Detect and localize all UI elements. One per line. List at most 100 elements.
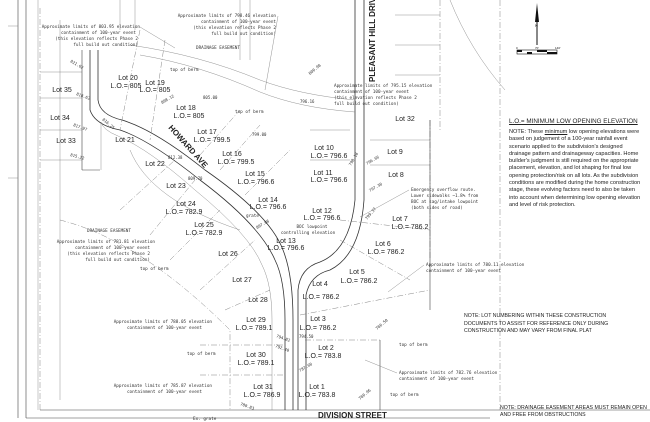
annotation-emergency-overflow: Emergency overflow route. Lower sidewalk… xyxy=(411,187,479,211)
lot-lo: L.O.= 796.6 xyxy=(268,245,305,252)
lot-label: Lot 34 xyxy=(50,115,70,122)
lot-label: Lot 2 xyxy=(318,345,334,352)
ex-grate-label: Ex. grate xyxy=(193,416,217,422)
svg-text:Approximate limits of 785.87 e: Approximate limits of 785.87 elevation xyxy=(114,383,213,389)
svg-text:Approximate limits of 803.95 e: Approximate limits of 803.95 elevation xyxy=(42,24,141,30)
spot-elevation: 799.37 xyxy=(364,206,377,221)
svg-text:controlling elevation: controlling elevation xyxy=(281,230,336,236)
lot-lo: L.O.= 789.1 xyxy=(238,360,275,367)
annotation-boc-lowpoint: BOC lowpoint controlling elevation xyxy=(281,224,336,236)
lot-lo: L.O.= 782.9 xyxy=(166,209,203,216)
svg-text:(this elevation reflects Phase: (this elevation reflects Phase 2 xyxy=(334,95,417,101)
spot-elevation: 809.70 xyxy=(188,176,203,181)
grate-label: grate xyxy=(246,213,259,219)
lot-label: Lot 27 xyxy=(232,277,252,284)
top-of-berm-label: top of berm xyxy=(140,266,169,272)
annotation-795-15: Approximate limits of 795.15 elevation c… xyxy=(334,83,433,107)
north-arrow: N xyxy=(535,3,539,45)
lo-note-body: low opening elevations were based on jud… xyxy=(509,129,641,208)
lot-numbering-note: NOTE: LOT NUMBERING WITHIN THESE CONSTRU… xyxy=(464,313,609,335)
svg-text:Approximate limits of 780.11 e: Approximate limits of 780.11 elevation xyxy=(426,262,525,268)
lot-lo: L.O.= 786.2 xyxy=(341,278,378,285)
svg-text:full build out condition): full build out condition) xyxy=(334,101,399,107)
lot-label: Lot 21 xyxy=(115,137,135,144)
lot-label: Lot 26 xyxy=(218,251,238,258)
svg-text:Approximate limits of 782.76 e: Approximate limits of 782.76 elevation xyxy=(399,370,498,376)
scale-bar: 0 70' 140' xyxy=(516,46,561,55)
annotations: Approximate limits of 803.95 elevation c… xyxy=(42,13,525,422)
spot-elevation: 821.62 xyxy=(70,59,86,71)
svg-text:full build out condition): full build out condition) xyxy=(85,257,150,263)
spot-elevation: 808.12 xyxy=(160,93,176,105)
spot-elevation: 815.22 xyxy=(70,152,86,161)
svg-text:containment of 100-year event: containment of 100-year event xyxy=(399,376,474,382)
svg-text:containment of 100-year event: containment of 100-year event xyxy=(75,245,150,251)
svg-text:containment of 100-year event: containment of 100-year event xyxy=(201,19,276,25)
spot-elevation: 818.62 xyxy=(76,91,92,101)
svg-text:Emergency overflow route.: Emergency overflow route. xyxy=(411,187,476,193)
top-of-berm-label: top of berm xyxy=(399,342,428,348)
lot-label: Lot 16 xyxy=(222,151,242,158)
svg-text:BOC lowpoint: BOC lowpoint xyxy=(296,224,327,230)
annotation-782-76: Approximate limits of 782.76 elevation c… xyxy=(399,370,498,382)
lot-labels: Lot 20L.O.= 805 Lot 19L.O.= 805 Lot 35 L… xyxy=(50,75,428,399)
lot-lines xyxy=(119,29,431,410)
lot-lo: L.O.= 796.6 xyxy=(311,153,348,160)
lot-label: Lot 10 xyxy=(314,145,334,152)
annotation-803-95: Approximate limits of 803.95 elevation c… xyxy=(42,24,141,48)
svg-text:containment of 100-year event: containment of 100-year event xyxy=(61,30,136,36)
spot-elevation: 787.60 xyxy=(298,361,314,373)
spot-elevation: 817.97 xyxy=(73,122,89,132)
lot-label: Lot 24 xyxy=(176,201,196,208)
lot-lo: L.O.= 805 xyxy=(174,113,205,120)
lot-lo: L.O.= 786.2 xyxy=(303,294,340,301)
lot-label: Lot 14 xyxy=(258,197,278,204)
svg-text:Lower sidewalks ~1.8% from: Lower sidewalks ~1.8% from xyxy=(411,193,479,199)
lot-lo: L.O.= 796.6 xyxy=(304,215,341,222)
division-street-label: DIVISION STREET xyxy=(318,411,387,420)
lot-lo: L.O.= 783.8 xyxy=(305,353,342,360)
svg-text:full build out condition): full build out condition) xyxy=(73,42,138,48)
annotation-781-81: Approximate limits of 781.81 elevation c… xyxy=(57,239,156,263)
spot-elevation: 792.40 xyxy=(275,343,291,353)
svg-text:Approximate limits of 788.05 e: Approximate limits of 788.05 elevation xyxy=(114,319,213,325)
spot-elevation: 794.82 xyxy=(276,333,292,343)
spot-elevation: 796.66 xyxy=(365,154,381,166)
drainage-easement-label: DRAINAGE EASEMENT xyxy=(87,228,131,234)
lot-label: Lot 12 xyxy=(312,208,332,215)
svg-text:(both sides of road): (both sides of road) xyxy=(411,205,463,211)
spot-elevation: 796.16 xyxy=(300,99,315,104)
annotation-785-87: Approximate limits of 785.87 elevation c… xyxy=(114,383,213,395)
spot-elevation: 794.50 xyxy=(299,334,314,339)
lot-label: Lot 1 xyxy=(309,384,325,391)
svg-text:containment of 100-year event: containment of 100-year event xyxy=(426,268,501,274)
spot-elevation: 780.96 xyxy=(357,387,372,400)
lot-label: Lot 15 xyxy=(245,171,265,178)
svg-text:Approximate limits of 781.81 e: Approximate limits of 781.81 elevation xyxy=(57,239,156,245)
lot-lo: L.O.= 796.6 xyxy=(250,204,287,211)
roads xyxy=(59,0,365,410)
lot-label: Lot 30 xyxy=(246,352,266,359)
svg-text:Approximate limits of 795.15 e: Approximate limits of 795.15 elevation xyxy=(334,83,433,89)
top-of-berm-label: top of berm xyxy=(170,67,199,73)
svg-text:Approximate limits of 798.46 e: Approximate limits of 798.46 elevation xyxy=(178,13,277,19)
boundary-lines xyxy=(8,0,650,419)
spot-elevation: 799.00 xyxy=(252,132,267,137)
lot-label: Lot 6 xyxy=(375,241,391,248)
spot-elevation: 800.98 xyxy=(307,62,322,75)
annotation-780-11: Approximate limits of 780.11 elevation c… xyxy=(426,262,525,274)
lot-lo: L.O.= 799.5 xyxy=(194,137,231,144)
svg-text:BOC at sag/intake lowpoint: BOC at sag/intake lowpoint xyxy=(411,199,479,205)
svg-text:containment of 100-year event: containment of 100-year event xyxy=(127,325,202,331)
lot-lo: L.O.= 786.2 xyxy=(368,249,405,256)
lot-label: Lot 28 xyxy=(248,297,268,304)
lot-label: Lot 4 xyxy=(312,281,328,288)
lot-lo: L.O.= 783.8 xyxy=(299,392,336,399)
lot-label: Lot 31 xyxy=(253,384,273,391)
lot-label: Lot 18 xyxy=(176,105,196,112)
lot-label: Lot 5 xyxy=(349,269,365,276)
svg-text:(this elevation reflects Phase: (this elevation reflects Phase 2 xyxy=(193,25,276,31)
lot-lo: L.O.= 786.2 xyxy=(300,325,337,332)
lot-label: Lot 33 xyxy=(56,138,76,145)
